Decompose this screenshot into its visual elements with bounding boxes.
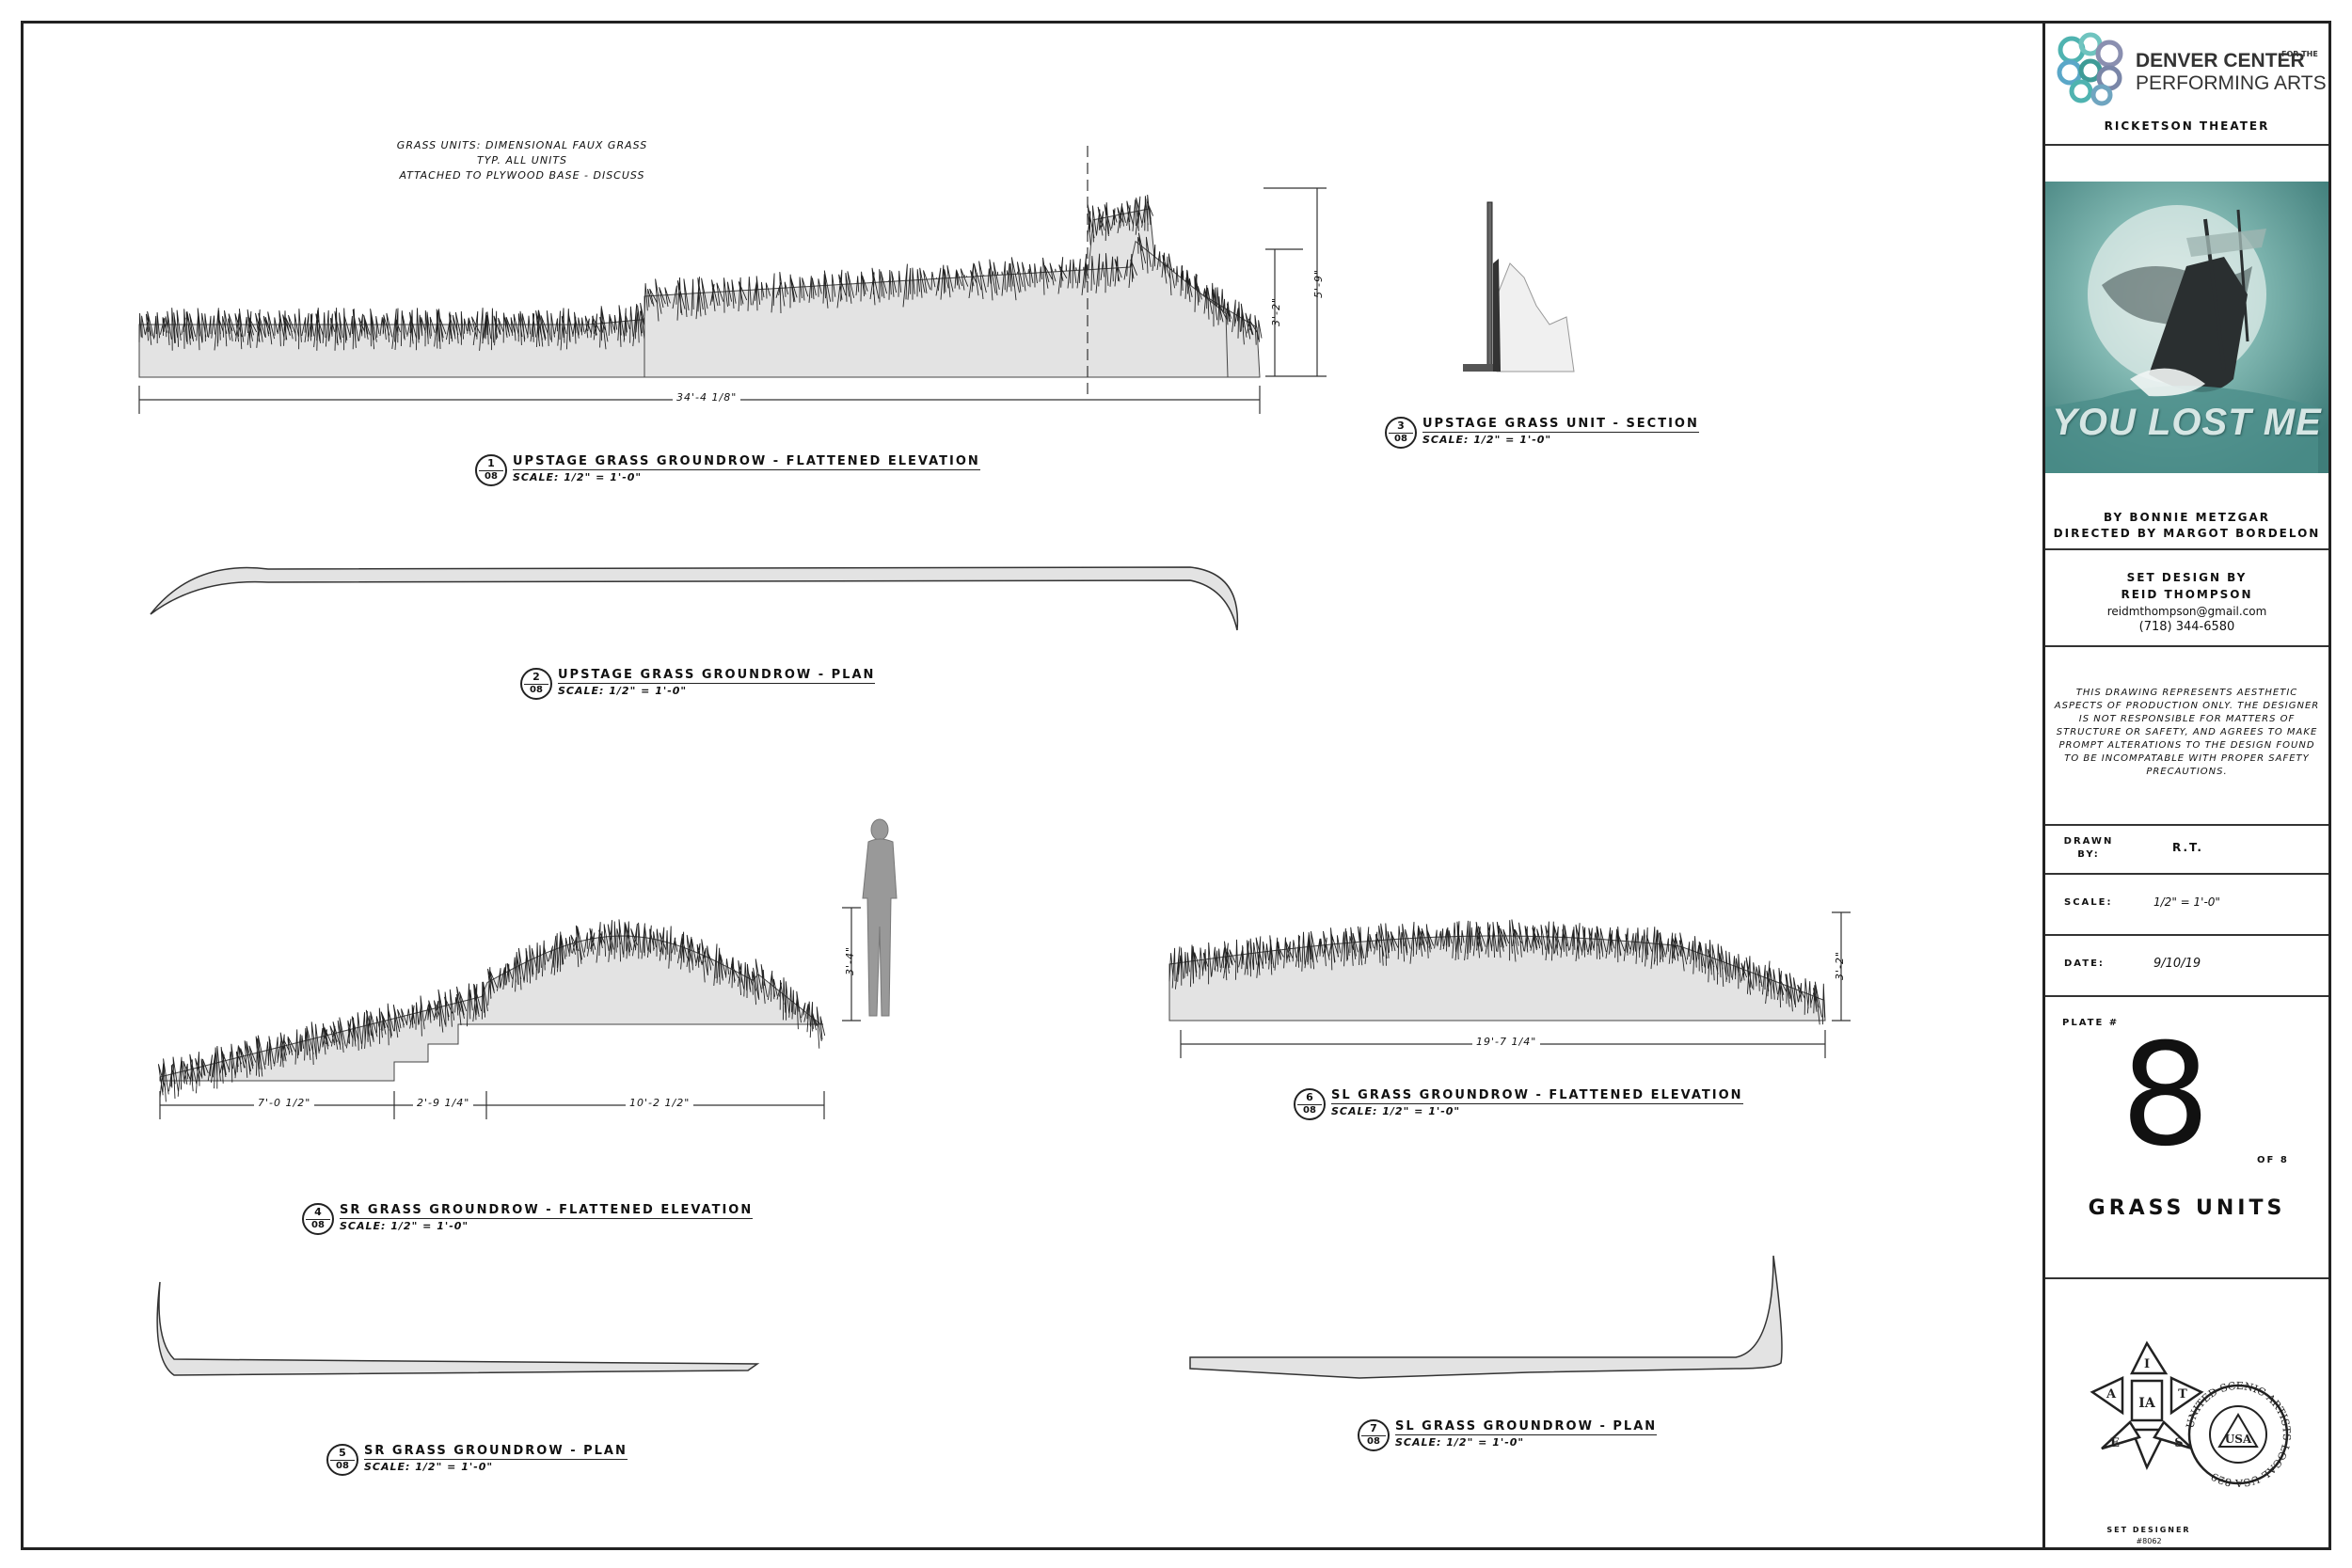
grass-note-line1: GRASS UNITS: DIMENSIONAL FAUX GRASS bbox=[396, 139, 648, 151]
tb-date-cell: DATE: 9/10/19 bbox=[2045, 936, 2328, 997]
drawn-by-label: DRAWN BY: bbox=[2063, 836, 2114, 860]
designer-email[interactable]: reidmthompson@gmail.com bbox=[2106, 605, 2267, 618]
drawing-area: GRASS UNITS: DIMENSIONAL FAUX GRASS TYP.… bbox=[24, 24, 2042, 1547]
grass-note-line3: ATTACHED TO PLYWOOD BASE - DISCUSS bbox=[399, 169, 645, 182]
poster-title: YOU LOST ME bbox=[2052, 402, 2322, 443]
drawing-title-text: UPSTAGE GRASS GROUNDROW - PLAN bbox=[558, 668, 876, 684]
drawing-scale-text: SCALE: 1/2" = 1'-0" bbox=[1331, 1105, 1461, 1117]
org-line2: PERFORMING ARTS bbox=[2136, 72, 2327, 94]
drawing-title-text: UPSTAGE GRASS GROUNDROW - FLATTENED ELEV… bbox=[513, 454, 980, 470]
iatse-letter-i: I bbox=[2144, 1357, 2150, 1371]
scale-value: 1/2" = 1'-0" bbox=[2153, 895, 2220, 909]
drawing-scale-text: SCALE: 1/2" = 1'-0" bbox=[513, 471, 643, 483]
dim-d4-w1: 7'-0 1/2" bbox=[254, 1097, 315, 1109]
sl-plan-shape bbox=[1189, 1255, 1783, 1379]
dim-d6-width: 19'-7 1/4" bbox=[1472, 1036, 1541, 1048]
grass-note: GRASS UNITS: DIMENSIONAL FAUX GRASS TYP.… bbox=[362, 138, 682, 183]
usa-center: USA bbox=[2225, 1433, 2252, 1446]
drawing-scale-text: SCALE: 1/2" = 1'-0" bbox=[558, 685, 688, 697]
grass-note-line2: TYP. ALL UNITS bbox=[476, 154, 568, 166]
drawing-title-text: UPSTAGE GRASS UNIT - SECTION bbox=[1422, 417, 1699, 433]
human-scale-figure bbox=[862, 818, 898, 1017]
sheet-title: GRASS UNITS bbox=[2088, 1196, 2286, 1220]
drawing-title-text: SR GRASS GROUNDROW - PLAN bbox=[364, 1444, 628, 1460]
org-line1: DENVER CENTER bbox=[2136, 50, 2305, 71]
sr-elevation-grass bbox=[157, 919, 826, 1102]
scale-label: SCALE: bbox=[2064, 897, 2113, 908]
tb-plate-cell: PLATE # 8 OF 8 GRASS UNITS bbox=[2045, 997, 2328, 1279]
date-label: DATE: bbox=[2064, 958, 2105, 969]
iatse-usa-logo: I A T S E IA UNITED SCENIC ARTISTS LOCAL… bbox=[2090, 1340, 2293, 1489]
iatse-letter-t: T bbox=[2178, 1387, 2187, 1402]
usa-seal-icon: UNITED SCENIC ARTISTS LOCAL USA 829 USA bbox=[2184, 1380, 2293, 1489]
dim-d1-h2: 5'-9" bbox=[1312, 268, 1326, 299]
tb-designer-cell: SET DESIGN BY REID THOMPSON reidmthompso… bbox=[2045, 550, 2328, 647]
dim-d4-w2: 2'-9 1/4" bbox=[413, 1097, 474, 1109]
tb-drawn-by-cell: DRAWN BY: R.T. bbox=[2045, 826, 2328, 875]
upstage-elevation-ridge bbox=[644, 232, 1232, 378]
plate-number: 8 bbox=[2121, 1014, 2211, 1178]
drawn-by-value: R.T. bbox=[2172, 841, 2203, 854]
set-design-by-label: SET DESIGN BY bbox=[2126, 571, 2248, 584]
drawings-canvas bbox=[138, 146, 1851, 1379]
by-line: BY BONNIE METZGAR bbox=[2103, 511, 2271, 524]
iatse-letter-e: E bbox=[2110, 1436, 2120, 1450]
upstage-plan-shape bbox=[150, 566, 1239, 631]
tb-union-cell: I A T S E IA UNITED SCENIC ARTISTS LOCAL… bbox=[2045, 1279, 2328, 1547]
drawing-title-text: SL GRASS GROUNDROW - FLATTENED ELEVATION bbox=[1331, 1088, 1743, 1104]
union-number: #8062 bbox=[2136, 1537, 2162, 1545]
drawing-title-text: SR GRASS GROUNDROW - FLATTENED ELEVATION bbox=[340, 1203, 754, 1219]
iatse-cross-icon bbox=[2090, 1340, 2204, 1471]
upstage-section-drawing bbox=[1463, 201, 1575, 372]
designer-name: REID THOMPSON bbox=[2121, 588, 2253, 601]
date-value: 9/10/19 bbox=[2153, 957, 2201, 971]
title-block: DENVER CENTER FOR THE PERFORMING ARTS RI… bbox=[2042, 24, 2328, 1547]
dim-d6-h: 3'-2" bbox=[1834, 950, 1847, 981]
designer-phone: (718) 344-6580 bbox=[2138, 620, 2235, 634]
plate-label: PLATE # bbox=[2062, 1018, 2120, 1028]
theater-name: RICKETSON THEATER bbox=[2104, 119, 2270, 133]
drawing-sheet: GRASS UNITS: DIMENSIONAL FAUX GRASS TYP.… bbox=[21, 21, 2331, 1550]
directed-line: DIRECTED BY MARGOT BORDELON bbox=[2053, 527, 2321, 540]
sr-plan-shape bbox=[156, 1281, 760, 1376]
disclaimer-text: THIS DRAWING REPRESENTS AESTHETIC ASPECT… bbox=[2054, 688, 2320, 777]
plate-of: OF 8 bbox=[2257, 1155, 2289, 1165]
union-set-designer: SET DESIGNER bbox=[2106, 1526, 2191, 1534]
drawing-title-text: SL GRASS GROUNDROW - PLAN bbox=[1395, 1419, 1658, 1435]
tb-logo-cell: DENVER CENTER FOR THE PERFORMING ARTS RI… bbox=[2045, 24, 2328, 146]
iatse-letter-a: A bbox=[2106, 1387, 2117, 1402]
dim-d4-w3: 10'-2 1/2" bbox=[626, 1097, 694, 1109]
tb-scale-cell: SCALE: 1/2" = 1'-0" bbox=[2045, 875, 2328, 936]
drawing-scale-text: SCALE: 1/2" = 1'-0" bbox=[1422, 434, 1552, 446]
tb-poster-cell: YOU LOST ME BY BONNIE METZGAR DIRECTED B… bbox=[2045, 146, 2328, 550]
dim-d1-width: 34'-4 1/8" bbox=[673, 391, 741, 404]
sl-elevation-grass bbox=[1168, 919, 1826, 1025]
dcpa-logo-icon bbox=[2057, 32, 2123, 106]
grass-layer bbox=[138, 194, 1826, 1102]
drawing-scale-text: SCALE: 1/2" = 1'-0" bbox=[1395, 1436, 1525, 1449]
drawing-scale-text: SCALE: 1/2" = 1'-0" bbox=[364, 1461, 494, 1473]
iatse-center: IA bbox=[2138, 1396, 2156, 1411]
drawing-scale-text: SCALE: 1/2" = 1'-0" bbox=[340, 1220, 469, 1232]
show-poster bbox=[2045, 182, 2328, 473]
tb-disclaimer-cell: THIS DRAWING REPRESENTS AESTHETIC ASPECT… bbox=[2045, 647, 2328, 826]
dim-d4-h: 3'-4" bbox=[844, 945, 857, 976]
dim-d1-h1: 3'-2" bbox=[1270, 296, 1283, 327]
iatse-letter-s: S bbox=[2174, 1436, 2183, 1450]
org-for-the: FOR THE bbox=[2281, 50, 2318, 58]
